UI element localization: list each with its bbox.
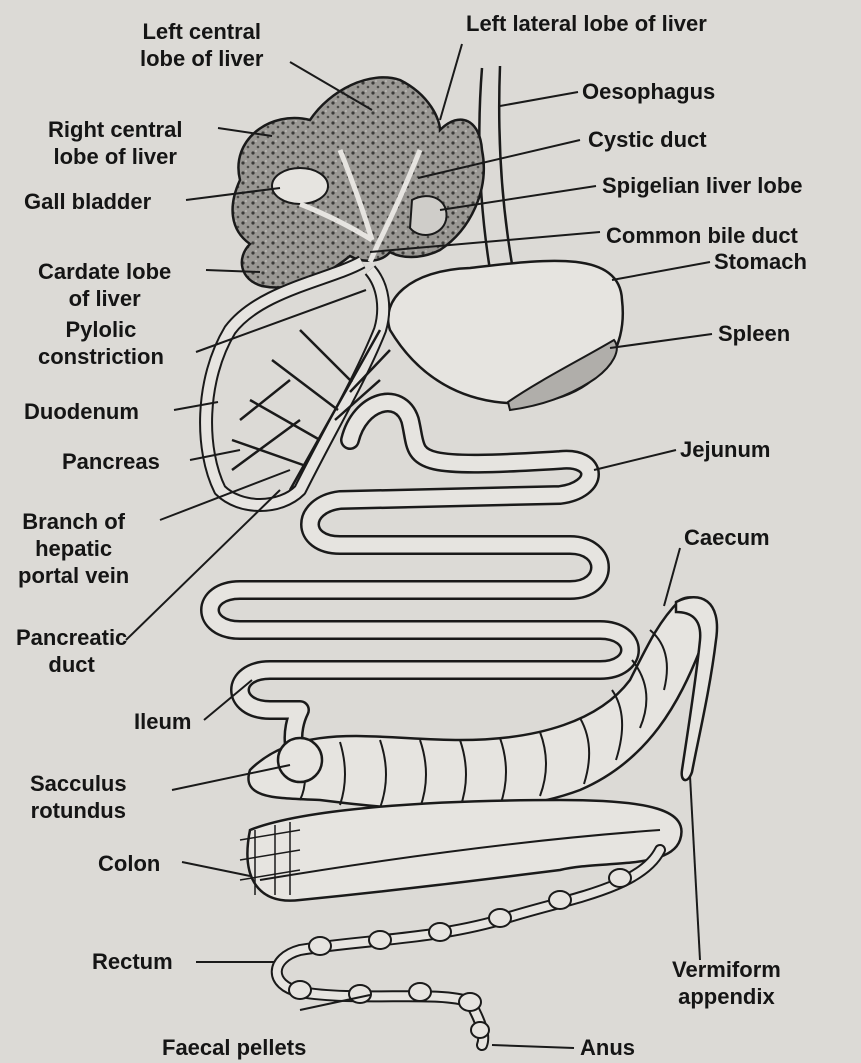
- label-duodenum: Duodenum: [24, 398, 139, 425]
- liver-shape: [233, 77, 484, 287]
- label-common-bile-duct: Common bile duct: [606, 222, 798, 249]
- label-spleen: Spleen: [718, 320, 790, 347]
- label-left-lateral-lobe: Left lateral lobe of liver: [466, 10, 707, 37]
- label-gall-bladder: Gall bladder: [24, 188, 151, 215]
- small-intestine-coils: [210, 403, 630, 770]
- label-cystic-duct: Cystic duct: [588, 126, 707, 153]
- label-pancreas: Pancreas: [62, 448, 160, 475]
- label-rectum: Rectum: [92, 948, 173, 975]
- label-ileum: Ileum: [134, 708, 191, 735]
- label-jejunum: Jejunum: [680, 436, 770, 463]
- label-spigelian-lobe: Spigelian liver lobe: [602, 172, 803, 199]
- label-caecum: Caecum: [684, 524, 770, 551]
- label-faecal-pellets: Faecal pellets: [162, 1034, 306, 1061]
- label-oesophagus: Oesophagus: [582, 78, 715, 105]
- label-stomach: Stomach: [714, 248, 807, 275]
- label-colon: Colon: [98, 850, 160, 877]
- label-anus: Anus: [580, 1034, 635, 1061]
